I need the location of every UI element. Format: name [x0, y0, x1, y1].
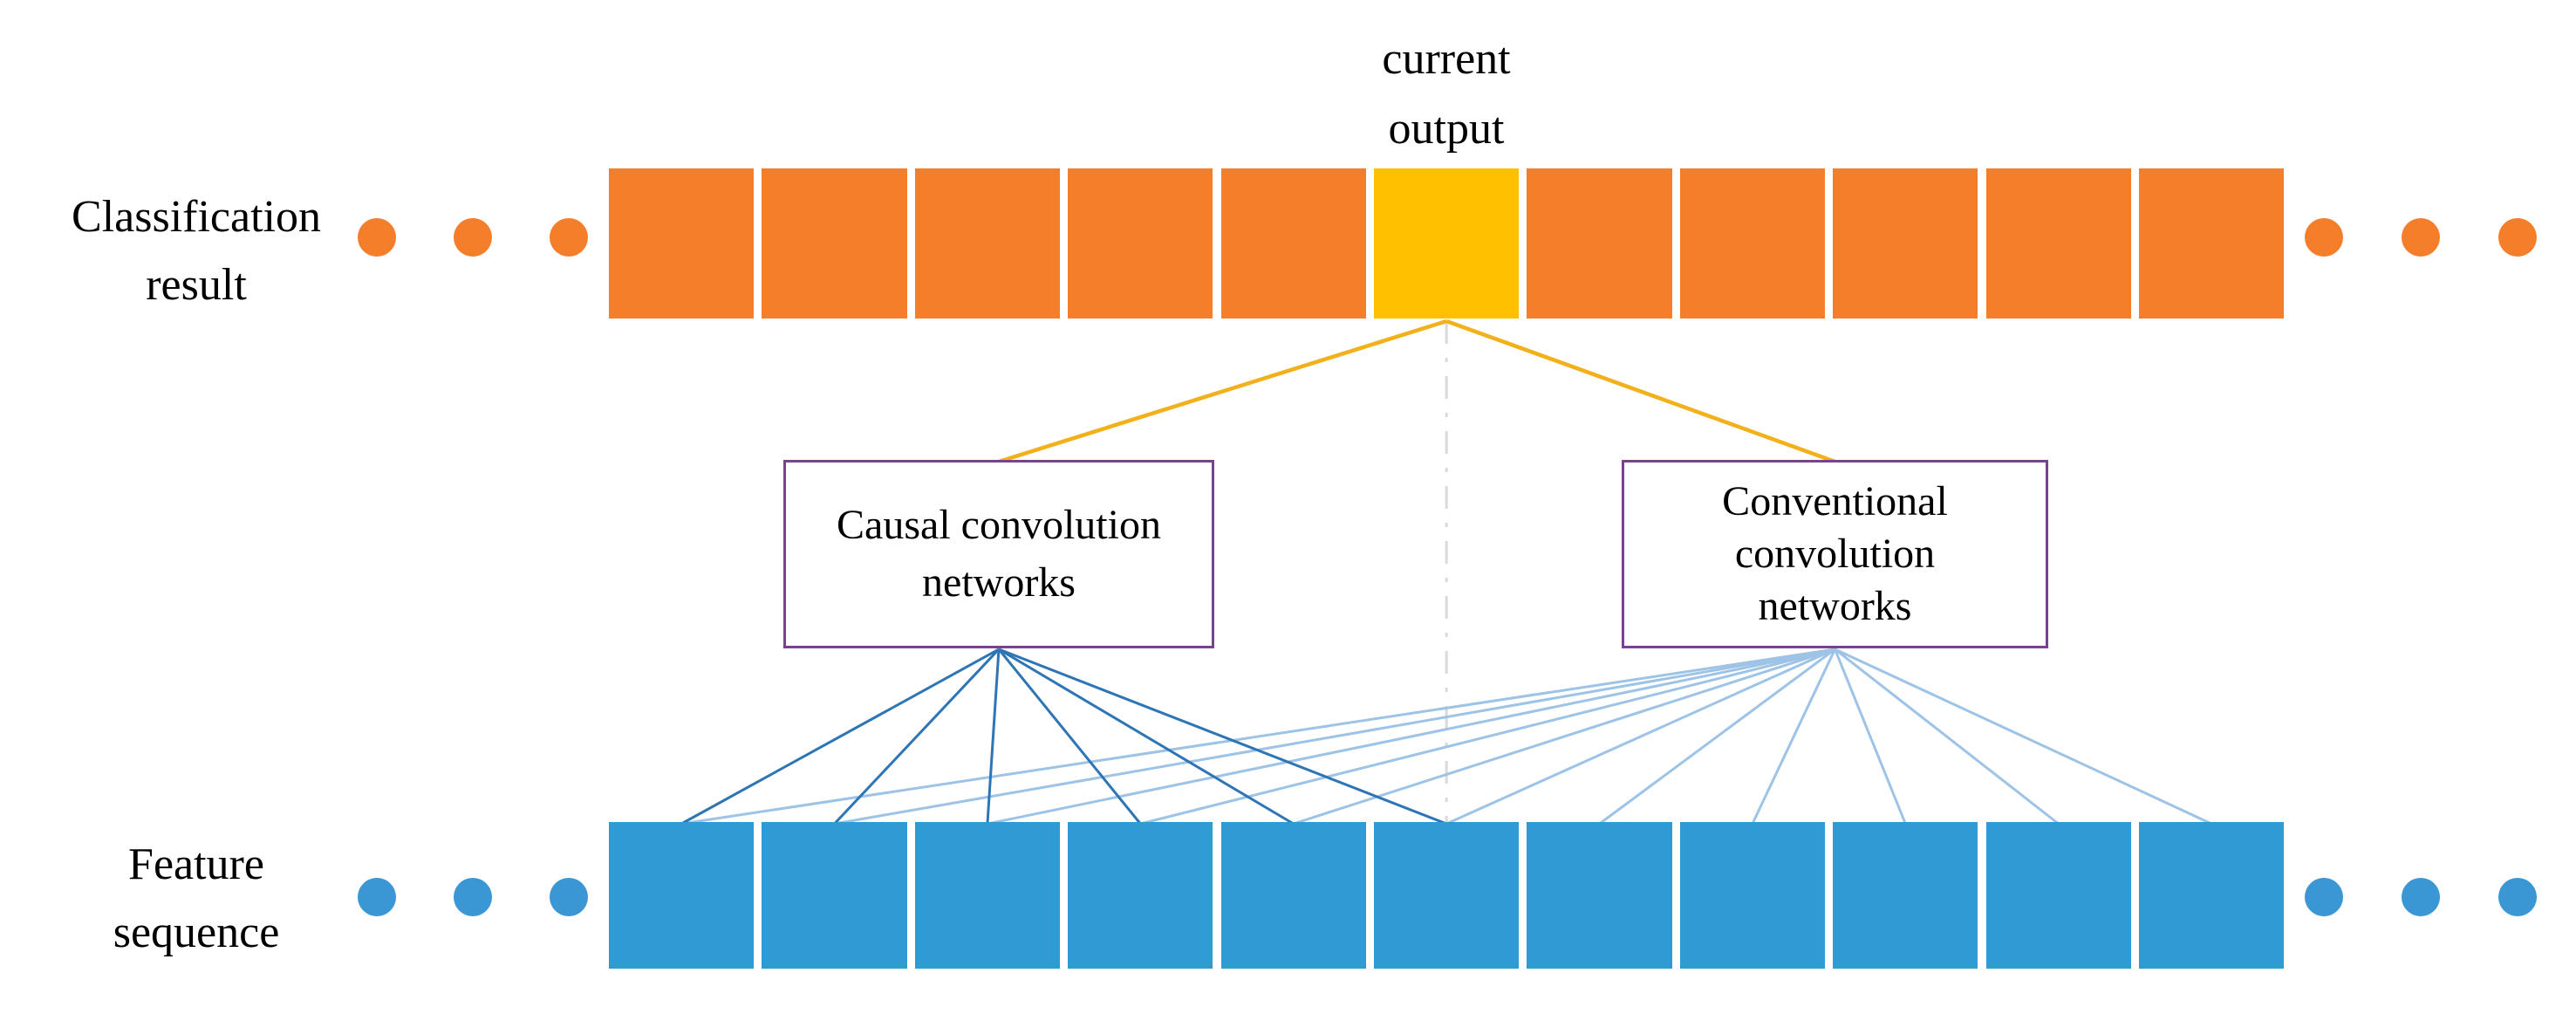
feature-cell [609, 822, 755, 969]
conventional-convolution-box: Conventional convolution networks [1622, 460, 2048, 648]
causal-connection-line [986, 648, 1001, 825]
causal-connection-line [998, 648, 1447, 826]
label-feature-line2: sequence [113, 908, 280, 957]
label-current-output-line2: output [1388, 104, 1505, 154]
classification-cell [1527, 168, 1672, 319]
label-classification-line2: result [146, 260, 247, 310]
conventional-connection-line [680, 648, 1835, 826]
causal-connection-line [680, 648, 1000, 826]
ellipsis-dot [358, 878, 396, 916]
feature-cell [1679, 822, 1826, 969]
ellipsis-dot [2402, 218, 2440, 257]
conventional-connection-line [1834, 648, 1907, 825]
label-feature-line1: Feature [128, 839, 264, 889]
label-classification-line1: Classification [72, 192, 321, 242]
current-to-conventional-line [1445, 319, 1836, 464]
ellipsis-dot [2305, 218, 2343, 257]
conventional-connection-line [1293, 648, 1835, 826]
feature-cell [1833, 822, 1978, 969]
conventional-connection-line [1139, 648, 1835, 826]
causal-convolution-box: Causal convolution networks [783, 460, 1214, 648]
ellipsis-dot [2498, 878, 2537, 916]
classification-cell [609, 168, 755, 319]
conventional-box-line1: Conventional [1722, 478, 1948, 524]
causal-connection-line [997, 648, 1142, 825]
classification-cell [1220, 168, 1366, 319]
label-feature-sequence: Feature sequence [4, 831, 388, 967]
conventional-connection-line [1834, 648, 2212, 826]
label-classification-result: Classification result [4, 183, 388, 319]
feature-cell [1527, 822, 1672, 969]
ellipsis-dot [454, 218, 492, 257]
conventional-connection-line [1751, 648, 1836, 825]
ellipsis-dot [550, 218, 588, 257]
ellipsis-dot [2498, 218, 2537, 257]
label-current-output: current output [1254, 24, 1638, 164]
conventional-connection-line [1445, 648, 1836, 826]
current-to-causal-line [998, 319, 1447, 464]
feature-cell [1985, 822, 2131, 969]
feature-cell [1068, 822, 1213, 969]
classification-cell [1068, 168, 1213, 319]
feature-cell [762, 822, 907, 969]
classification-cell [2139, 168, 2285, 319]
feature-cell [2139, 822, 2285, 969]
classification-cell [762, 168, 907, 319]
classification-cell [1679, 168, 1826, 319]
causal-box-line1: Causal convolution [837, 502, 1161, 548]
conventional-connection-line [834, 648, 1835, 826]
conventional-connection-line [987, 648, 1835, 826]
causal-connection-line [998, 648, 1295, 826]
conventional-connection-line [1834, 648, 2060, 826]
ellipsis-dot [454, 878, 492, 916]
ellipsis-dot [2305, 878, 2343, 916]
label-current-output-line1: current [1382, 34, 1511, 84]
classification-cell [1985, 168, 2131, 319]
causal-box-line2: networks [922, 559, 1076, 606]
classification-cell [1833, 168, 1978, 319]
feature-cell [1220, 822, 1366, 969]
classification-cell [914, 168, 1061, 319]
ellipsis-dot [358, 218, 396, 257]
conventional-box-line3: networks [1758, 583, 1912, 629]
current-output-cell [1374, 168, 1520, 319]
causal-connection-line [833, 648, 1001, 826]
ellipsis-dot [2402, 878, 2440, 916]
feature-cell [1374, 822, 1520, 969]
conventional-box-line2: convolution [1734, 531, 1936, 577]
ellipsis-dot [550, 878, 588, 916]
feature-cell [914, 822, 1061, 969]
conventional-connection-line [1598, 648, 1836, 826]
